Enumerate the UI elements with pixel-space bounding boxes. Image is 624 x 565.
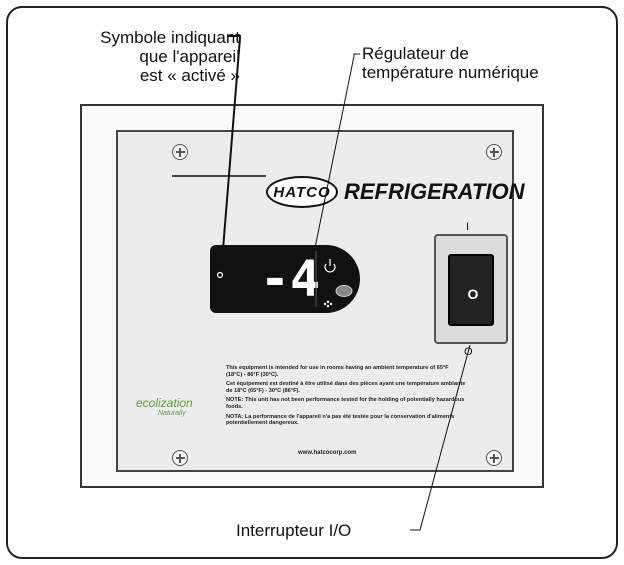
digital-temperature-controller: -4 xyxy=(210,245,360,313)
screw-top-right-icon xyxy=(486,144,502,160)
notice-fr-temp: Cet équipement est destiné à être utilis… xyxy=(226,381,466,394)
notice-fr-note: NOTA: La performance de l'appareil n'a p… xyxy=(226,413,455,427)
hatco-logo: HATCO xyxy=(266,176,338,208)
callout-io-switch: Interrupteur I/O xyxy=(236,521,352,540)
callout-on-symbol-line-2: que l'appareil xyxy=(139,47,240,66)
notice-en-temp: This equipment is intended for use in ro… xyxy=(226,365,449,378)
screw-bottom-right-icon xyxy=(486,450,502,466)
power-icon xyxy=(324,259,336,273)
io-switch-bezel: O xyxy=(434,234,508,344)
panel-notice-text: This equipment is intended for use in ro… xyxy=(226,365,466,430)
brand-title: REFRIGERATION xyxy=(344,179,525,204)
switch-on-mark: I xyxy=(466,221,470,233)
switch-off-mark: O xyxy=(464,346,473,358)
notice-en-note: NOTE: This unit has not been performance… xyxy=(226,397,465,410)
hatco-logo-text: HATCO xyxy=(273,183,331,201)
ecolization-logo-main: ecolization xyxy=(136,396,193,410)
callout-temp-controller: Régulateur de température numérique xyxy=(362,44,622,82)
io-switch-rocker-label: O xyxy=(467,286,479,302)
callout-temp-controller-line-1: Régulateur de xyxy=(362,44,469,63)
brand-header: HATCO REFRIGERATION xyxy=(266,174,524,210)
callout-temp-controller-line-2: température numérique xyxy=(362,63,539,82)
ecolization-logo-sub: Naturally xyxy=(158,410,186,417)
screw-top-left-icon xyxy=(172,144,188,160)
set-button-icon xyxy=(335,285,353,297)
io-switch-rocker[interactable]: O xyxy=(448,254,494,326)
on-indicator-icon xyxy=(216,271,224,279)
website-text: www.hatcocorp.com xyxy=(298,450,357,456)
temperature-readout: -4 xyxy=(259,250,321,308)
callout-on-symbol-line-3: est « activé » xyxy=(139,66,240,85)
callout-on-symbol: Symbole indiquant que l'appareil est « a… xyxy=(30,28,240,85)
controller-graphics xyxy=(216,251,353,308)
defrost-icon xyxy=(323,300,333,308)
callout-on-symbol-line-1: Symbole indiquant xyxy=(100,28,240,47)
ecolization-logo: ecolization Naturally xyxy=(136,396,216,417)
screw-bottom-left-icon xyxy=(172,450,188,466)
